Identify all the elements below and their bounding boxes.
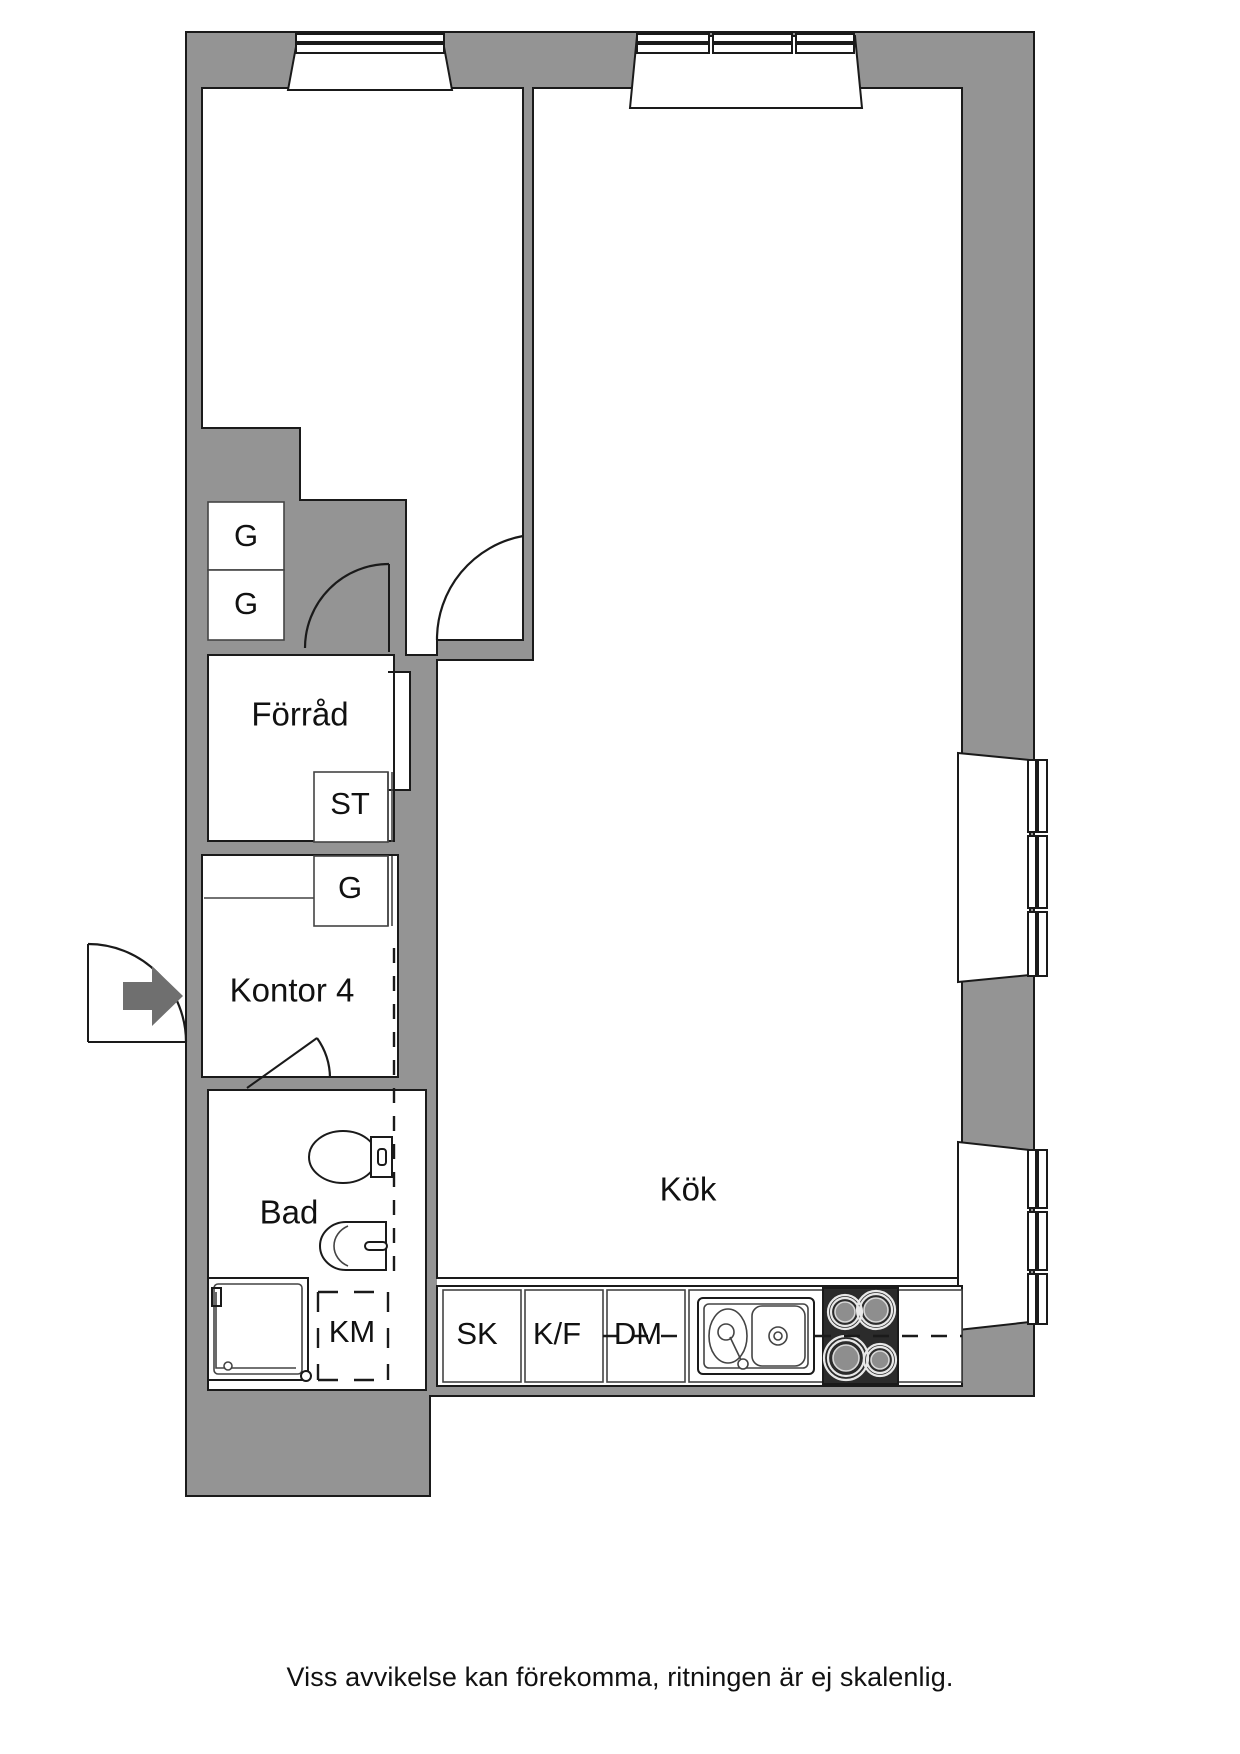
closet-g-lower — [204, 855, 393, 927]
window-top-right — [628, 33, 864, 109]
entrance-arrow-icon — [123, 966, 183, 1026]
washbasin — [319, 1221, 388, 1271]
label-kf: K/F — [533, 1316, 581, 1351]
entrance-door — [87, 942, 188, 1043]
closet-g-upper-2 — [207, 569, 285, 641]
room-labels: G G Förråd ST G Kontor 4 Bad KM Kök SK K… — [230, 518, 717, 1351]
label-g-lower: G — [338, 870, 362, 905]
label-dm: DM — [614, 1316, 662, 1351]
plan-caption: Viss avvikelse kan förekomma, ritningen … — [286, 1662, 954, 1692]
unit-cabinet-right — [897, 1289, 963, 1383]
kitchen-sink — [697, 1297, 815, 1375]
window-right-upper — [957, 751, 1048, 984]
window-right-lower — [957, 1140, 1048, 1332]
label-km: KM — [329, 1314, 376, 1349]
closet-st — [313, 771, 393, 843]
label-kok: Kök — [660, 1171, 717, 1208]
washing-machine-km — [316, 1290, 390, 1382]
kitchen-counter — [436, 1285, 963, 1387]
door-storage — [303, 562, 390, 652]
label-kontor: Kontor 4 — [230, 972, 355, 1009]
label-g-upper-1: G — [234, 518, 258, 553]
door-bathroom — [246, 1037, 332, 1089]
window-top-left — [286, 33, 454, 91]
label-st: ST — [330, 786, 370, 821]
shower-tray — [207, 1277, 312, 1382]
label-sk: SK — [456, 1316, 498, 1351]
label-forrad: Förråd — [251, 696, 348, 733]
label-g-upper-2: G — [234, 586, 258, 621]
unit-sk — [442, 1289, 522, 1383]
door-upper-room — [435, 534, 524, 641]
label-bad: Bad — [260, 1194, 319, 1231]
interior-outlines — [201, 87, 963, 1391]
toilet — [308, 1130, 393, 1184]
closet-g-upper-1 — [207, 501, 285, 571]
